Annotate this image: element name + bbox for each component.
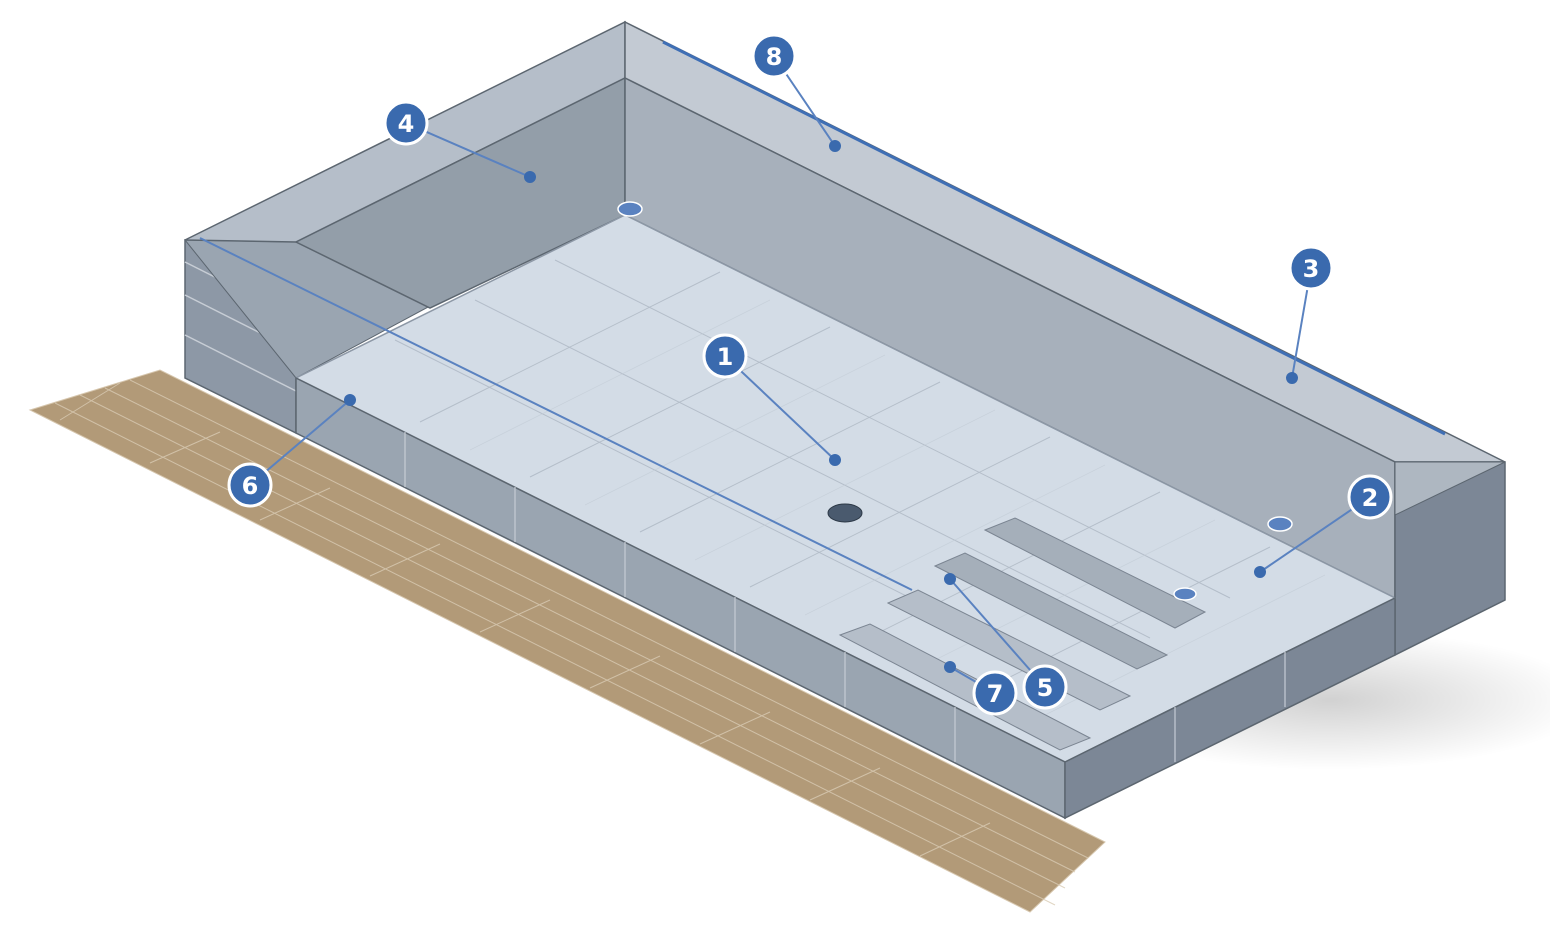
- callout-number: 7: [987, 680, 1004, 708]
- callout-number: 5: [1037, 674, 1054, 702]
- callout-number: 6: [242, 472, 259, 500]
- inlet-icon: [1267, 516, 1293, 532]
- callout-7: 7: [972, 670, 1018, 716]
- callout-1: 1: [702, 333, 748, 379]
- callout-5: 5: [1022, 664, 1068, 710]
- wooden-deck: [28, 369, 1106, 913]
- callout-number: 3: [1303, 255, 1320, 283]
- callout-3: 3: [1288, 245, 1334, 291]
- front-wall: [295, 376, 1396, 820]
- callout-4: 4: [383, 100, 429, 146]
- inlet-icon: [617, 201, 643, 217]
- front-coping-line: [199, 237, 913, 591]
- back-coping-line: [662, 40, 1446, 436]
- callout-2: 2: [1347, 474, 1393, 520]
- main-drain-icon: [827, 503, 863, 523]
- inlet-icon: [1173, 587, 1197, 601]
- callout-number: 2: [1362, 484, 1379, 512]
- pool-steps: [838, 517, 1207, 751]
- callout-number: 1: [717, 343, 734, 371]
- right-end-wall-top: [1394, 461, 1506, 516]
- callout-8: 8: [751, 33, 797, 79]
- callout-number: 4: [398, 110, 415, 138]
- target-dots: [344, 140, 1298, 673]
- callout-6: 6: [227, 462, 273, 508]
- callout-number: 8: [766, 43, 783, 71]
